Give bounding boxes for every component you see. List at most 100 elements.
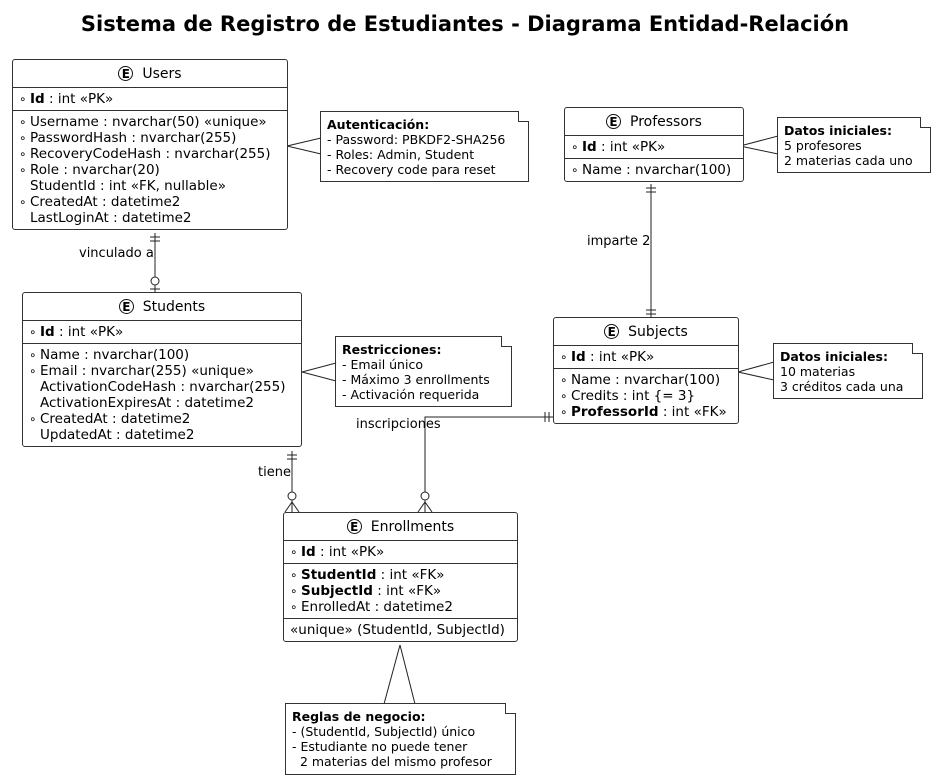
attribute-row: ActivationExpiresAt : datetime2	[29, 395, 295, 411]
attribute-row: ∘Name : nvarchar(100)	[29, 347, 295, 363]
pk-section: ∘Id : int «PK»	[554, 346, 738, 368]
note-fold	[912, 343, 923, 354]
attribute-row: ∘Name : nvarchar(100)	[571, 162, 737, 178]
attribute-row: ∘Id : int «PK»	[571, 139, 737, 155]
attribute-row: ∘Credits : int {= 3}	[560, 388, 732, 404]
field-marker: ∘	[290, 545, 298, 559]
entity-users[interactable]: E Users ∘Id : int «PK» ∘Username : nvarch…	[12, 59, 288, 230]
attribute-name: StudentId	[301, 567, 377, 583]
note-line: 5 profesores	[784, 138, 862, 153]
field-marker: ∘	[29, 348, 37, 362]
attr-section: ∘Name : nvarchar(100)∘Credits : int {= 3…	[554, 368, 738, 423]
field-marker: ∘	[19, 115, 27, 129]
note-line: - Roles: Admin, Student	[327, 147, 475, 162]
attribute-name: Name	[571, 372, 611, 388]
entity-header: E Enrollments	[284, 513, 517, 541]
pk-section: ∘Id : int «PK»	[284, 541, 517, 563]
pk-section: ∘Id : int «PK»	[565, 136, 743, 158]
entity-enrollments[interactable]: E Enrollments ∘Id : int «PK» ∘StudentId :…	[283, 512, 518, 642]
field-marker: ∘	[29, 412, 37, 426]
attribute-row: ∘Id : int «PK»	[19, 91, 281, 107]
attribute-row: LastLoginAt : datetime2	[19, 210, 281, 226]
entity-header: E Users	[13, 60, 287, 88]
attribute-type: : datetime2	[97, 194, 181, 210]
note-line: 3 créditos cada una	[780, 379, 904, 394]
attribute-name: ProfessorId	[571, 404, 659, 420]
note-line: - Máximo 3 enrollments	[342, 372, 490, 387]
attribute-name: SubjectId	[301, 583, 373, 599]
note-line: 2 materias del mismo profesor	[292, 754, 492, 769]
attr-section: ∘Name : nvarchar(100)	[565, 158, 743, 181]
attribute-row: ∘Role : nvarchar(20)	[19, 162, 281, 178]
attribute-type: : datetime2	[111, 427, 195, 443]
attribute-row: ∘Name : nvarchar(100)	[560, 372, 732, 388]
attribute-row: ∘Username : nvarchar(50) «unique»	[19, 114, 281, 130]
note-line: - Estudiante no puede tener	[292, 739, 468, 754]
field-marker: ∘	[560, 389, 568, 403]
attribute-name: Id	[571, 349, 586, 365]
note-title: Datos iniciales:	[784, 123, 892, 138]
label-inscripciones: inscripciones	[356, 417, 441, 432]
attribute-type: : datetime2	[107, 411, 191, 427]
attribute-type: : datetime2	[108, 210, 192, 226]
field-marker: ∘	[571, 163, 579, 177]
attribute-row: ∘EnrolledAt : datetime2	[290, 599, 511, 615]
note-line: 10 materias	[780, 364, 856, 379]
field-marker: ∘	[29, 364, 37, 378]
attribute-row: ∘Email : nvarchar(255) «unique»	[29, 363, 295, 379]
constraint-section: «unique» (StudentId, SubjectId)	[284, 618, 517, 641]
attribute-type: : int «PK»	[585, 349, 655, 365]
pk-section: ∘Id : int «PK»	[13, 88, 287, 110]
entity-name: Users	[142, 65, 182, 82]
attribute-name: Credits	[571, 388, 619, 404]
attribute-name: Role	[30, 162, 60, 178]
entity-icon: E	[118, 299, 134, 314]
attribute-name: EnrolledAt	[301, 599, 371, 615]
note-title: Restricciones:	[342, 342, 442, 357]
note-business-rules: Reglas de negocio:- (StudentId, SubjectI…	[285, 703, 516, 775]
attribute-row: ∘Id : int «PK»	[290, 544, 511, 560]
entity-icon: E	[118, 66, 134, 81]
attr-section: ∘Name : nvarchar(100)∘Email : nvarchar(2…	[23, 343, 301, 446]
attribute-name: Name	[582, 162, 622, 178]
attribute-row: ∘RecoveryCodeHash : nvarchar(255)	[19, 146, 281, 162]
attribute-name: «unique» (StudentId, SubjectId)	[290, 622, 505, 638]
attribute-type: : nvarchar(255)	[161, 146, 271, 162]
attribute-type: : nvarchar(100)	[610, 372, 721, 388]
attribute-type: : int «PK»	[44, 91, 114, 107]
field-marker: ∘	[290, 584, 298, 598]
note-line: - Recovery code para reset	[327, 162, 496, 177]
attribute-name: Name	[40, 347, 80, 363]
attribute-type: : nvarchar(255)	[176, 379, 286, 395]
attribute-type: : int «PK»	[596, 139, 666, 155]
field-marker: ∘	[560, 405, 568, 419]
field-marker: ∘	[19, 195, 27, 209]
attribute-type: : int «FK»	[658, 404, 727, 420]
attribute-name: RecoveryCodeHash	[30, 146, 162, 162]
attribute-name: Id	[301, 544, 316, 560]
field-marker: ∘	[560, 373, 568, 387]
attribute-row: ∘ProfessorId : int «FK»	[560, 404, 732, 420]
field-marker: ∘	[19, 92, 27, 106]
attribute-row: «unique» (StudentId, SubjectId)	[290, 622, 511, 638]
entity-name: Professors	[630, 113, 702, 130]
attribute-row: ∘StudentId : int «FK»	[290, 567, 511, 583]
attribute-name: PasswordHash	[30, 130, 128, 146]
attribute-type: : int «FK»	[372, 583, 442, 599]
attribute-row: ∘CreatedAt : datetime2	[29, 411, 295, 427]
attribute-name: ActivationCodeHash	[40, 379, 177, 395]
attribute-type: : int «FK, nullable»	[95, 178, 226, 194]
note-fold	[920, 117, 931, 128]
attribute-type: : datetime2	[370, 599, 453, 615]
entity-icon: E	[346, 519, 362, 534]
entity-name: Enrollments	[370, 518, 455, 535]
pk-section: ∘Id : int «PK»	[23, 321, 301, 343]
note-restrictions: Restricciones:- Email único- Máximo 3 en…	[335, 336, 512, 407]
